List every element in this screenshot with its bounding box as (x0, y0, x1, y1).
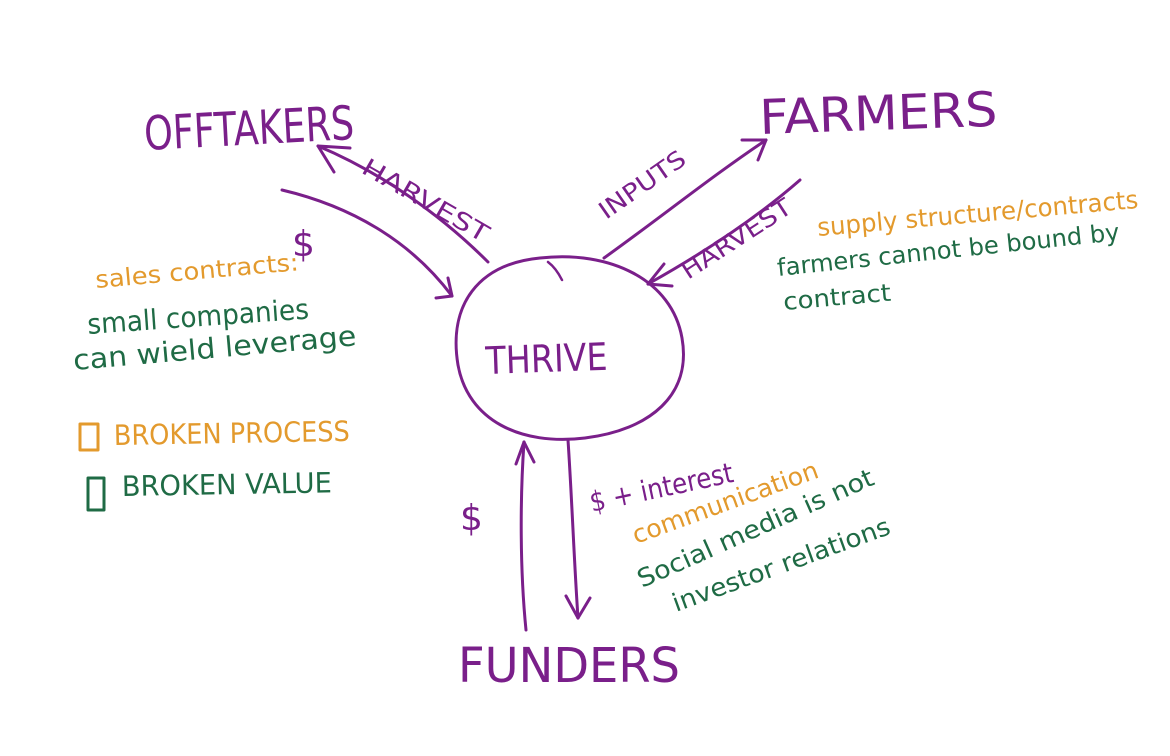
thrive-circle-tick (546, 260, 564, 282)
flow-label-farmers-inputs: INPUTS (593, 145, 691, 225)
arrow-offtakers-to-thrive (280, 188, 454, 298)
legend-box-broken-process (78, 422, 100, 452)
legend-box-broken-value (86, 476, 106, 512)
arrow-head-to-thrive-right (646, 262, 674, 288)
thrive-circle (454, 255, 685, 441)
arrow-farmers-to-thrive (646, 178, 802, 286)
flow-label-offtakers-money: $ (292, 224, 315, 265)
node-label-farmers: FARMERS (758, 82, 998, 146)
arrow-head-farmers (740, 138, 768, 162)
arrow-head-offtakers (316, 144, 352, 174)
arrow-funders-to-thrive (519, 440, 528, 632)
node-label-offtakers: OFFTAKERS (143, 96, 356, 162)
node-label-funders: FUNDERS (458, 638, 680, 694)
sales-contracts-title: sales contracts: (94, 248, 300, 294)
legend-label-broken-value: BROKEN VALUE (122, 466, 333, 503)
arrow-thrive-to-offtakers (316, 144, 490, 264)
node-label-thrive: THRIVE (484, 335, 608, 383)
supply-structure-line-2: contract (782, 279, 892, 316)
flow-label-funders-money: $ (460, 498, 483, 539)
arrow-thrive-to-funders (566, 438, 580, 620)
arrow-head-up-thrive (514, 440, 536, 466)
arrow-head-to-thrive-left (434, 276, 454, 300)
flow-label-offtakers-harvest: HARVEST (357, 153, 494, 248)
arrow-head-down-funders (564, 594, 592, 620)
legend-label-broken-process: BROKEN PROCESS (114, 415, 351, 452)
arrow-thrive-to-farmers (602, 138, 768, 260)
